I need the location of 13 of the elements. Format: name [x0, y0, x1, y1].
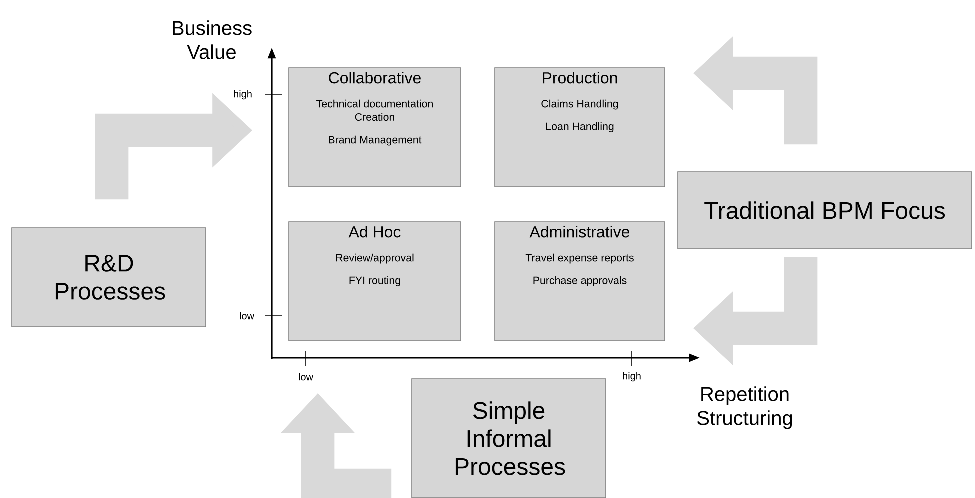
category-box: Simple Informal Processes [412, 378, 606, 498]
tick-label: high [234, 90, 252, 100]
quadrant-box: Production Claims Handling Loan Handling [494, 68, 666, 188]
quadrant-box: Administrative Travel expense reports Purchase approvals [494, 222, 666, 342]
axis-label: Business Value [173, 20, 252, 60]
tick-label: high [623, 372, 641, 382]
tick-label: low [240, 312, 255, 320]
quadrant-box: Ad Hoc Review/approval FYI routing [288, 222, 462, 342]
quadrant-box: Collaborative Technical documentation Creation Brand Management [288, 68, 462, 188]
category-box: R&D Processes [12, 228, 206, 328]
tick-label: low [299, 373, 314, 381]
axis-label: Repetition Structuring [698, 386, 792, 430]
category-box: Traditional BPM Focus [678, 172, 972, 250]
